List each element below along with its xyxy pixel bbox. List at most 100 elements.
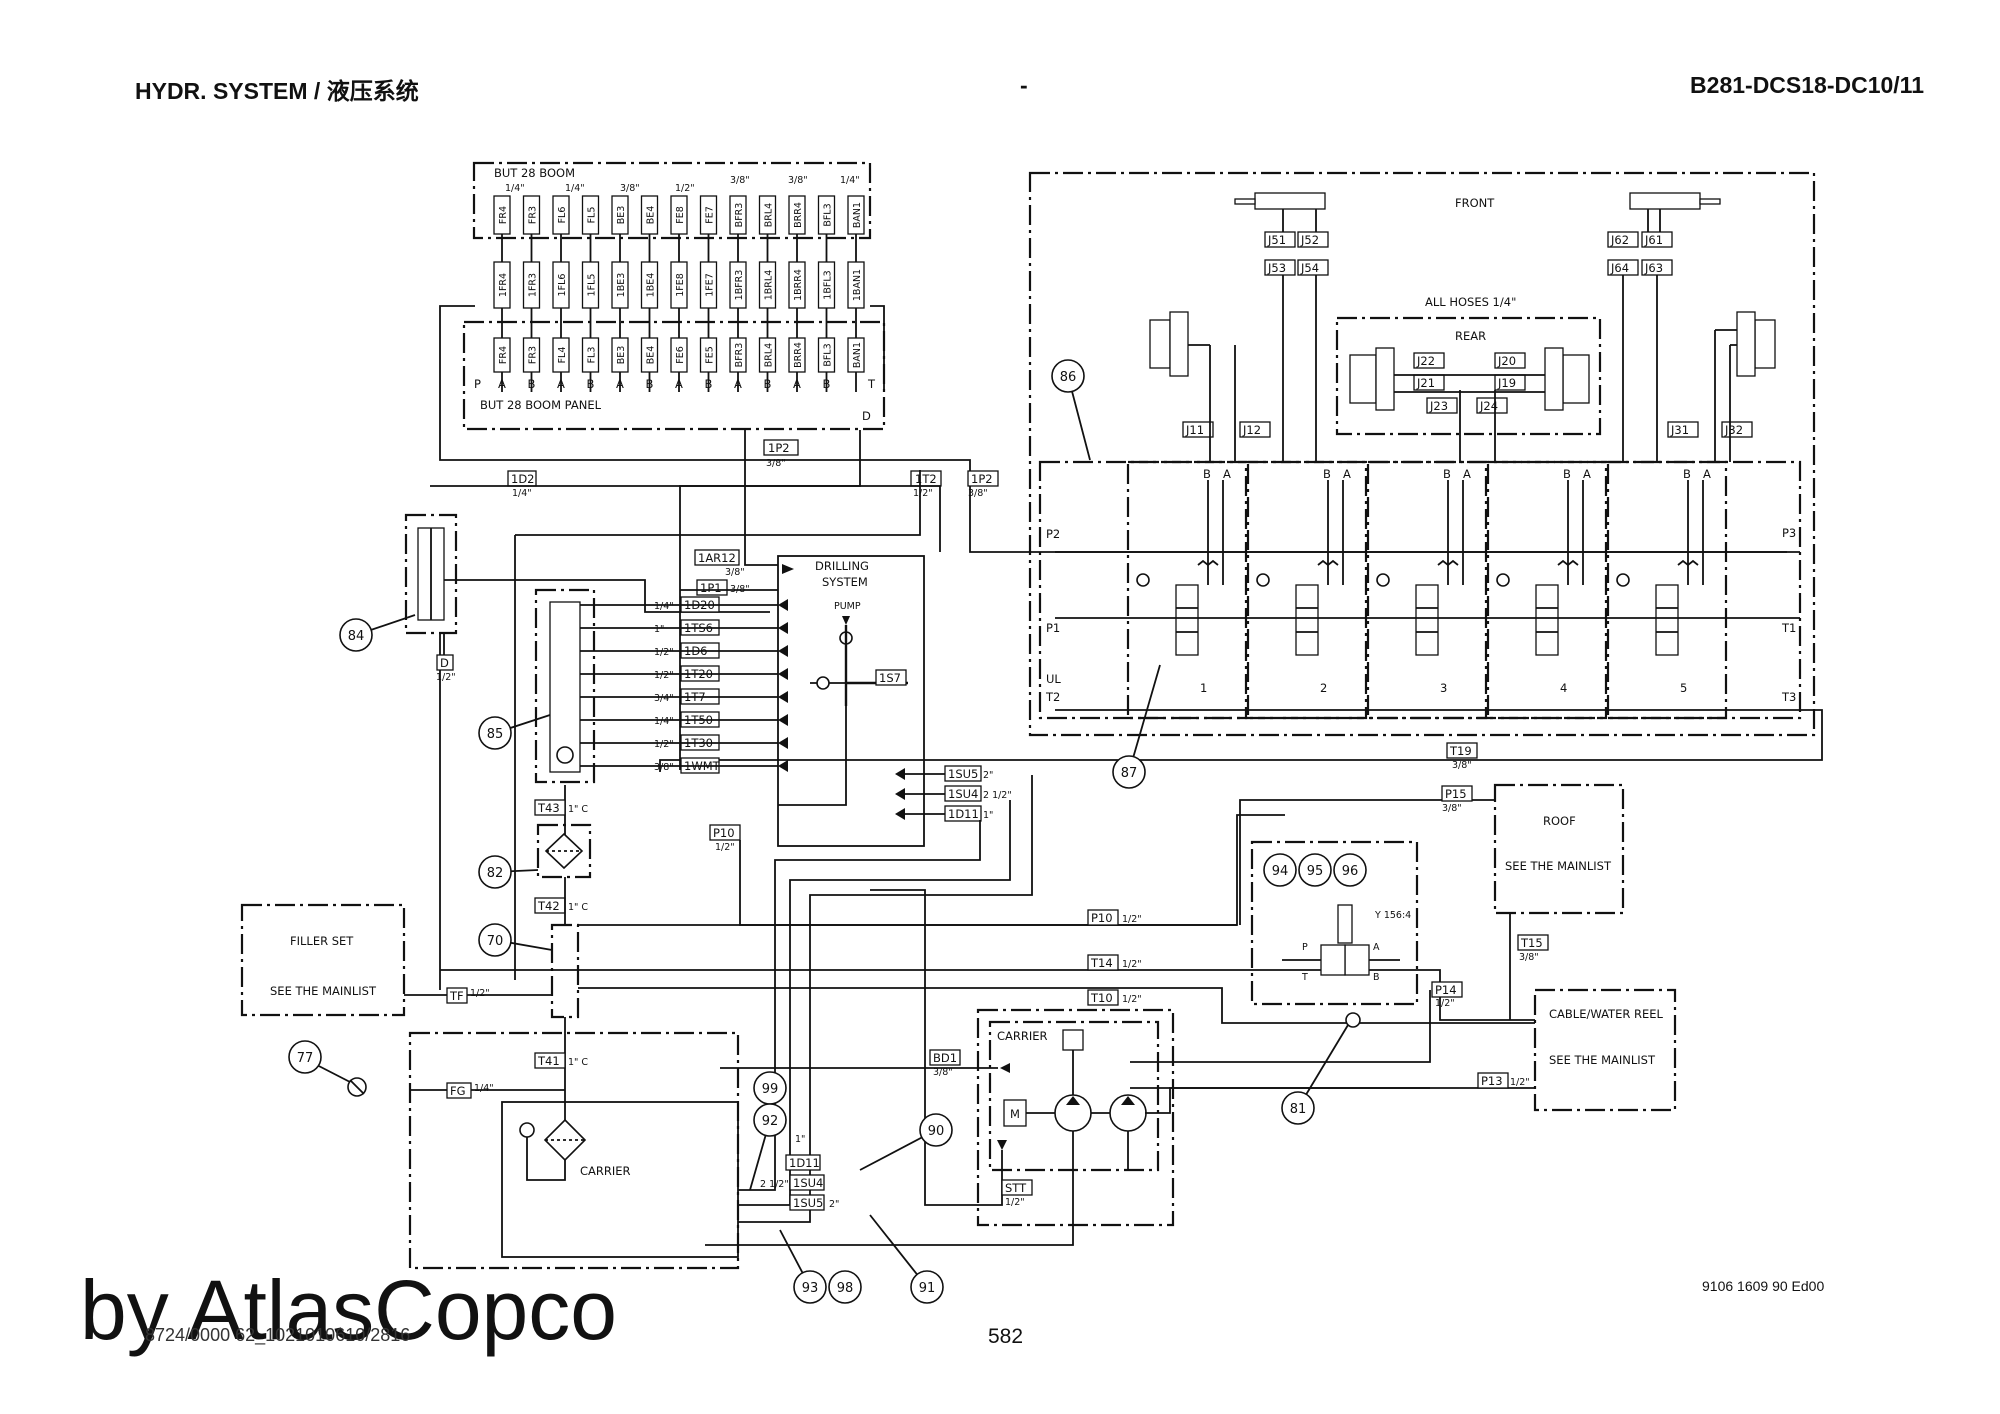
boom-hose-2-text: 1FR3 (528, 273, 539, 297)
hose-STT-size: 1/2" (1005, 1197, 1025, 1208)
boom-hose-7-text: 1FE8 (675, 273, 686, 297)
rear-connection (1394, 374, 1545, 393)
drilling-right-port-1SU4-label: 1SU4 (948, 787, 978, 801)
boom-panel-port-9: BFR3 (729, 337, 747, 373)
hose-1SU4: 1SU4 (793, 1176, 823, 1190)
rear-title: REAR (1455, 329, 1486, 343)
callout-85: 85 (478, 714, 551, 750)
callout-86-text: 86 (1060, 370, 1077, 385)
boom-panel-port-4-text: FL3 (587, 347, 598, 364)
sol-port-A: A (1373, 942, 1380, 953)
drawing-number: 9106 1609 90 Ed00 (1702, 1278, 1825, 1294)
boom-hose-4: 1FL5 (581, 261, 600, 309)
label-J19: J19 (1497, 376, 1516, 390)
boom-panel-letter-9: B (705, 377, 713, 391)
carrier-pump-title: CARRIER (997, 1029, 1048, 1043)
callout-93-text: 93 (802, 1281, 819, 1296)
boom-hose-7: 1FE8 (670, 261, 688, 309)
filler-mainlist: SEE THE MAINLIST (270, 984, 377, 998)
drilling-box (777, 555, 925, 847)
boom-section: BUT 28 BOOM 1/4" 1/4" 3/8" 1/2" 3/8" 3/8… (439, 161, 1787, 770)
boom-hose-1: 1FR4 (493, 261, 511, 309)
drilling-right-port-1SU4-size: 2 1/2" (983, 790, 1012, 801)
boom-top-port-8: FE7 (699, 195, 718, 235)
drilling-port-1T30-size: 1/2" (654, 739, 674, 750)
boom-size-3: 3/8" (620, 183, 640, 194)
label-J20: J20 (1497, 354, 1516, 368)
hose-T10-size: 1/2" (1122, 994, 1142, 1005)
drilling-title-1: DRILLING (815, 559, 869, 573)
hose-1P2-right: 1P2 (971, 472, 993, 486)
boom-panel-port-5: BE3 (611, 337, 629, 373)
boom-panel-letter-7: B (646, 377, 654, 391)
hose-D: D (440, 656, 449, 670)
boom-hose-8: 1FE7 (699, 261, 718, 309)
callout-86: 86 (1051, 359, 1091, 461)
valve-5-port-A: A (1703, 467, 1711, 481)
boom-panel-letter-10: A (734, 377, 742, 391)
reel-box: CABLE/WATER REEL SEE THE MAINLIST P13 1/… (1130, 981, 1677, 1112)
main-lines: P10 1/2" T14 1/2" T10 1/2" (440, 909, 1535, 1024)
front-right-cylinder (1629, 192, 1701, 210)
boom-size-4: 1/2" (675, 183, 695, 194)
drilling-right-port-1D11-label: 1D11 (948, 807, 979, 821)
hose-T43: T43 (537, 801, 560, 815)
hose-1T2-size: 1/2" (913, 488, 933, 499)
boom-panel-letter-1: P (474, 377, 481, 391)
drilling-port-1T50-size: 1/4" (654, 716, 674, 727)
filler-title: FILLER SET (290, 934, 354, 948)
drilling-port-1T7-size: 3/4" (654, 693, 674, 704)
valve-3-port-A: A (1463, 467, 1471, 481)
boom-top-port-7-text: FE8 (675, 206, 686, 224)
callout-85-text: 85 (487, 727, 504, 742)
label-J21: J21 (1416, 376, 1435, 390)
boom-panel-letter-2: A (498, 377, 506, 391)
callout-77: 77 (288, 1040, 322, 1074)
boom-hose-13-text: 1BAN1 (852, 269, 863, 301)
drilling-port-1D20-size: 1/4" (654, 601, 674, 612)
hose-1SU4-size: 2 1/2" (760, 1179, 789, 1190)
header-separator: - (1020, 72, 1028, 98)
callout-99-text: 99 (762, 1082, 779, 1097)
front-left-cylinder (1254, 192, 1326, 210)
hose-1P2-size: 3/8" (766, 458, 786, 469)
reel-title: CABLE/WATER REEL (1549, 1007, 1664, 1021)
manifold-70 (550, 923, 580, 1019)
carrier-tank-box (501, 1101, 739, 1258)
header-title: HYDR. SYSTEM / 液压系统 (135, 78, 419, 104)
motor-label: M (1010, 1107, 1020, 1121)
hose-P10-main-size: 1/2" (1122, 914, 1142, 925)
callout-90: 90 (859, 1113, 953, 1171)
boom-top-port-13: BAN1 (847, 195, 865, 235)
drilling-right-port-1SU5-label: 1SU5 (948, 767, 978, 781)
boom-top-port-8-text: FE7 (705, 206, 716, 224)
drilling-ports: 1D201/4"1TS61"1D61/2"1T201/2"1T73/4"1T50… (580, 596, 788, 774)
hose-P15: P15 (1445, 787, 1467, 801)
hose-P10: P10 (713, 826, 735, 840)
page-number: 582 (988, 1325, 1024, 1348)
label-J52: J52 (1300, 233, 1319, 247)
callout-77-text: 77 (297, 1051, 314, 1066)
callout-70-text: 70 (487, 934, 504, 949)
boom-hose-8-text: 1FE7 (705, 273, 716, 297)
hose-T14: T14 (1090, 956, 1113, 970)
hose-T14-size: 1/2" (1122, 959, 1142, 970)
callout-94: 94 (1263, 853, 1297, 887)
hose-1P2-right-size: 3/8" (968, 488, 988, 499)
hose-STT: STT (1005, 1181, 1027, 1195)
drilling-right-port-1SU4: 1SU4 2 1/2" (895, 785, 1012, 802)
hose-D-size: 1/2" (436, 672, 456, 683)
boom-top-port-6-text: BE4 (646, 206, 657, 225)
valve-3-port-B: B (1443, 467, 1451, 481)
drilling-right-port-1SU5-size: 2" (983, 770, 993, 781)
boom-frame (472, 161, 872, 240)
